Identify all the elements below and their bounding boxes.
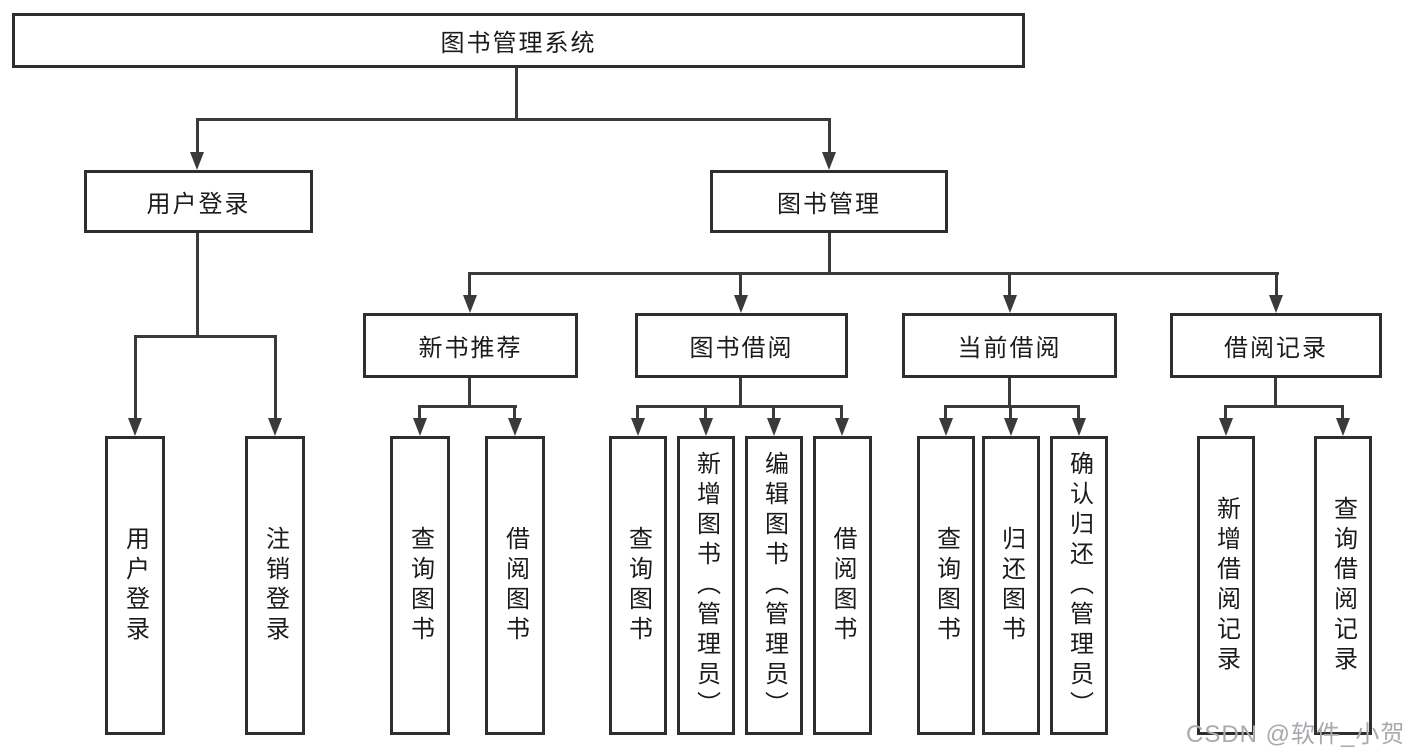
arrowhead-icon xyxy=(734,295,748,313)
connector-stem xyxy=(1009,405,1012,420)
node-label: 图书管理 xyxy=(777,191,881,218)
connector-newbook-branch xyxy=(419,405,517,408)
leaf-current-query-books: 查询图书 xyxy=(917,436,975,735)
node-label: 查询图书 xyxy=(932,525,960,646)
arrowhead-icon xyxy=(463,295,477,313)
connector-bookmgmt-stem xyxy=(828,233,831,275)
leaf-current-confirm-return-admin: 确认归还（管理员） xyxy=(1050,436,1108,735)
connector-newbook-stem xyxy=(468,378,471,405)
node-label: 查询借阅记录 xyxy=(1329,495,1357,676)
connector-stem xyxy=(468,272,471,297)
connector-stem xyxy=(828,118,831,154)
node-label: 用户登录 xyxy=(121,525,149,646)
connector-userlogin-stem xyxy=(196,233,199,335)
node-label: 归还图书 xyxy=(997,525,1025,646)
arrowhead-icon xyxy=(190,152,204,170)
arrowhead-icon xyxy=(835,418,849,436)
connector-stem xyxy=(1341,405,1344,420)
connector-stem xyxy=(944,405,947,420)
arrowhead-icon xyxy=(699,418,713,436)
connector-borrow-branch xyxy=(636,405,843,408)
node-label: 注销登录 xyxy=(261,525,289,646)
connector-root-branch xyxy=(196,118,831,121)
leaf-borrow-borrow-books: 借阅图书 xyxy=(813,436,872,735)
connector-stem xyxy=(1275,272,1278,297)
node-label: 新增借阅记录 xyxy=(1212,495,1240,676)
arrowhead-icon xyxy=(1003,295,1017,313)
node-borrow-records: 借阅记录 xyxy=(1170,313,1382,378)
leaf-borrow-query-books: 查询图书 xyxy=(609,436,667,735)
connector-stem xyxy=(739,272,742,297)
connector-stem xyxy=(704,405,707,420)
arrowhead-icon xyxy=(1336,418,1350,436)
node-label: 新书推荐 xyxy=(418,335,523,362)
node-book-management: 图书管理 xyxy=(710,170,948,233)
connector-stem xyxy=(1077,405,1080,420)
node-label: 图书管理系统 xyxy=(440,30,597,57)
connector-userlogin-branch xyxy=(134,335,277,338)
node-label: 查询图书 xyxy=(406,525,434,646)
connector-stem xyxy=(513,405,516,420)
connector-current-stem xyxy=(1008,378,1011,405)
leaf-records-query-record: 查询借阅记录 xyxy=(1314,436,1372,735)
connector-stem xyxy=(1224,405,1227,420)
arrowhead-icon xyxy=(1072,418,1086,436)
connector-stem xyxy=(418,405,421,420)
arrowhead-icon xyxy=(508,418,522,436)
leaf-borrow-edit-books-admin: 编辑图书（管理员） xyxy=(745,436,803,735)
arrowhead-icon xyxy=(268,418,282,436)
connector-stem xyxy=(840,405,843,420)
node-label: 借阅图书 xyxy=(829,525,856,646)
connector-stem xyxy=(196,118,199,154)
connector-records-stem xyxy=(1274,378,1277,405)
arrowhead-icon xyxy=(767,418,781,436)
node-label: 新增图书（管理员） xyxy=(692,450,720,721)
csdn-watermark: CSDN @软件_小贺同学 xyxy=(1186,721,1405,747)
connector-root-stem xyxy=(515,68,518,120)
leaf-logout: 注销登录 xyxy=(245,436,305,735)
connector-stem xyxy=(636,405,639,420)
arrowhead-icon xyxy=(128,418,142,436)
leaf-user-login: 用户登录 xyxy=(105,436,165,735)
connector-borrow-stem xyxy=(739,378,742,405)
node-label: 编辑图书（管理员） xyxy=(760,450,788,721)
node-label: 查询图书 xyxy=(624,525,652,646)
arrowhead-icon xyxy=(939,418,953,436)
node-book-borrow: 图书借阅 xyxy=(635,313,848,378)
connector-stem xyxy=(772,405,775,420)
leaf-newbook-borrow-books: 借阅图书 xyxy=(485,436,545,735)
arrowhead-icon xyxy=(1269,295,1283,313)
node-label: 用户登录 xyxy=(146,191,251,218)
leaf-borrow-add-books-admin: 新增图书（管理员） xyxy=(677,436,735,735)
arrowhead-icon xyxy=(822,152,836,170)
node-new-book-recommend: 新书推荐 xyxy=(363,313,578,378)
connector-records-branch xyxy=(1224,405,1344,408)
connector-stem xyxy=(1008,272,1011,297)
connector-stem xyxy=(134,335,137,420)
connector-stem xyxy=(274,335,277,420)
node-label: 当前借阅 xyxy=(957,335,1062,362)
connector-current-branch xyxy=(944,405,1080,408)
arrowhead-icon xyxy=(1004,418,1018,436)
node-label: 确认归还（管理员） xyxy=(1065,450,1093,721)
node-current-borrow: 当前借阅 xyxy=(902,313,1117,378)
arrowhead-icon xyxy=(413,418,427,436)
leaf-current-return-books: 归还图书 xyxy=(982,436,1040,735)
node-label: 图书借阅 xyxy=(689,335,794,362)
node-label: 借阅图书 xyxy=(501,525,529,646)
node-book-management-system: 图书管理系统 xyxy=(12,13,1025,68)
leaf-records-add-record: 新增借阅记录 xyxy=(1197,436,1255,735)
leaf-newbook-query-books: 查询图书 xyxy=(390,436,450,735)
connector-bookmgmt-branch xyxy=(469,272,1279,275)
node-user-login: 用户登录 xyxy=(84,170,313,233)
arrowhead-icon xyxy=(631,418,645,436)
node-label: 借阅记录 xyxy=(1224,335,1328,362)
arrowhead-icon xyxy=(1219,418,1233,436)
